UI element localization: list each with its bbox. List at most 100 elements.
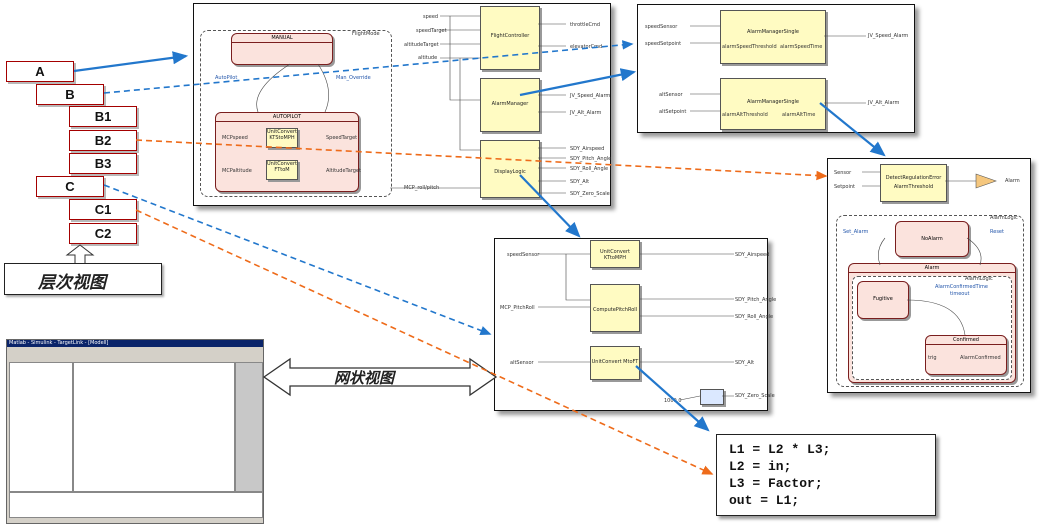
p2-input-alt-sensor: altSensor [659, 92, 683, 98]
p2-input-alt-setpoint: altSetpoint [659, 109, 687, 115]
alarm-manager-block[interactable]: AlarmManager [480, 78, 540, 132]
network-view-caption: 网状视图 [334, 369, 395, 387]
p4-input-sensor: Sensor [834, 170, 852, 176]
p1-output-throttle: throttleCmd [570, 22, 601, 28]
p3-input-alt-sensor: altSensor [510, 360, 534, 366]
p1-output-alt-alarm: JV_Alt_Alarm [570, 110, 602, 116]
confirmed-state[interactable]: Confirmed [925, 335, 1007, 375]
dre-label: DetectRegulationError [885, 175, 942, 181]
mode-in-speed: MCPspeed [222, 135, 248, 141]
fugitive-label: Fugitive [873, 296, 893, 302]
hierarchy-node-b2[interactable]: B2 [69, 130, 137, 151]
p3-output-pitch: SDY_Pitch_Angle [735, 297, 777, 303]
p1-output-roll: SDY_Roll_Angle [570, 166, 609, 172]
p2-output-alt-alarm: JV_Alt_Alarm [868, 100, 900, 106]
display-logic-label: DisplayLogic [494, 169, 526, 175]
autopilot-state-label: AUTOPILOT [216, 113, 358, 122]
unit-convert-knots-block[interactable]: UnitConvert KTStoMPH [266, 128, 298, 148]
confirmed-action-label: AlarmConfirmed [960, 355, 1001, 361]
amms1-label: AlarmManagerSingle [747, 29, 799, 35]
autopilot-state[interactable]: AUTOPILOT [215, 112, 359, 192]
thumbnail-tree [9, 362, 73, 492]
p3-input-speed-sensor: speedSensor [507, 252, 540, 258]
p4-output-alarm: Alarm [1005, 178, 1020, 184]
alarm-state-label: Alarm [849, 264, 1015, 273]
p3-constant: 1000.0 [664, 398, 682, 404]
hierarchy-node-a[interactable]: A [6, 61, 74, 82]
code-line-2: L2 = in; [729, 459, 792, 474]
p3-input-pitch-roll: MCP_PitchRoll [500, 305, 535, 311]
manual-state[interactable]: MANUAL [231, 33, 333, 65]
p1-output-airspeed: SDY_Airspeed [570, 146, 605, 152]
p4-input-setpoint: Setpoint [834, 184, 855, 190]
confirmed-label: Confirmed [926, 336, 1006, 345]
alarm-manager-single-block-2[interactable]: AlarmManagerSingle [720, 78, 826, 130]
alarm-inner-title: AlarmLogic [965, 276, 993, 282]
p2-param-2: alarmSpeedTime [780, 44, 823, 50]
alarm-logic-chart [836, 215, 1024, 387]
flight-controller-block[interactable]: FlightController [480, 6, 540, 70]
unit-convert-m-block[interactable]: UnitConvert MtoFT [590, 346, 640, 380]
code-line-3: L3 = Factor; [729, 476, 823, 491]
mode-out-alt-target: AltitudeTarget [326, 168, 362, 174]
set-alarm-transition: Set_Alarm [843, 229, 869, 235]
p1-input-alt-target: altitudeTarget [404, 42, 439, 48]
p2-param-3: alarmAltThreshold [722, 112, 768, 118]
code-block: L1 = L2 * L3; L2 = in; L3 = Factor; out … [716, 434, 936, 516]
p1-input-speed-target: speedTarget [416, 28, 447, 34]
p2-param-1: alarmSpeedThreshold [722, 44, 777, 50]
p1-input-altitude: altitude [418, 55, 438, 61]
hierarchy-view-caption: 层次视图 [38, 273, 106, 293]
thumbnail-canvas [73, 362, 235, 492]
p1-output-alt: SDY_Alt [570, 179, 590, 185]
alarm-logic-title: AlarmLogic [990, 215, 1018, 221]
mode-out-speed-target: SpeedTarget [326, 135, 358, 141]
no-alarm-state[interactable]: NoAlarm [895, 221, 969, 257]
alarm-manager-label: AlarmManager [491, 101, 529, 107]
gain-block[interactable] [700, 389, 724, 405]
display-logic-block[interactable]: DisplayLogic [480, 140, 540, 198]
p1-input-speed: speed [423, 14, 439, 20]
thumbnail-title: Matlab - Simulink - TargetLink - [Modell… [7, 340, 263, 347]
p2-input-speed-setpoint: speedSetpoint [645, 41, 682, 47]
dre-param: AlarmThreshold [893, 184, 934, 190]
hierarchy-node-c1[interactable]: C1 [69, 199, 137, 220]
transition-to-auto: AutoPilot [215, 75, 238, 81]
transition-to-manual: Man_Override [336, 75, 371, 81]
hierarchy-node-c[interactable]: C [36, 176, 104, 197]
unit-convert-kt-block[interactable]: UnitConvert KTtoMPH [590, 240, 640, 268]
code-line-4: out = L1; [729, 493, 800, 508]
flight-controller-label: FlightController [490, 33, 530, 39]
p1-output-zero: SDY_Zero_Scale [570, 191, 610, 197]
simulink-thumbnail: Matlab - Simulink - TargetLink - [Modell… [6, 339, 264, 524]
p1-output-elevator: elevatorCmd [570, 44, 603, 50]
trig-label: trig [928, 355, 937, 361]
reset-transition: Reset [990, 229, 1004, 235]
p2-output-speed-alarm: JV_Speed_Alarm [868, 33, 909, 39]
p1-output-pitch: SDY_Pitch_Angle [570, 156, 612, 162]
hierarchy-node-b3[interactable]: B3 [69, 153, 137, 174]
timeout-transition: timeout [950, 291, 970, 297]
fugitive-state[interactable]: Fugitive [857, 281, 909, 319]
thumbnail-sidebar [235, 362, 263, 492]
p2-param-4: alarmAltTime [782, 112, 816, 118]
hierarchy-node-b1[interactable]: B1 [69, 106, 137, 127]
hierarchy-node-c2[interactable]: C2 [69, 223, 137, 244]
alarm-manager-single-block-1[interactable]: AlarmManagerSingle [720, 10, 826, 64]
code-line-1: L1 = L2 * L3; [729, 442, 831, 457]
p1-output-speed-alarm: JV_Speed_Alarm [570, 93, 611, 99]
amms2-label: AlarmManagerSingle [747, 99, 799, 105]
hierarchy-node-b[interactable]: B [36, 84, 104, 105]
p2-input-speed-sensor: speedSensor [645, 24, 678, 30]
compute-pitch-roll-block[interactable]: ComputePitchRoll [590, 284, 640, 332]
p3-output-zero: SDY_Zero_Scale [735, 393, 775, 399]
confirmed-time-transition: AlarmConfirmedTime [935, 284, 988, 290]
p3-output-airspeed: SDY_Airspeed [735, 252, 770, 258]
p3-output-alt: SDY_Alt [735, 360, 755, 366]
unit-convert-ft-block[interactable]: UnitConvert FTtoM [266, 160, 298, 180]
flight-mode-chart-title: FlightMode [352, 31, 380, 37]
mode-in-alt: MCPaltitude [222, 168, 252, 174]
no-alarm-label: NoAlarm [921, 236, 943, 242]
p3-output-roll: SDY_Roll_Angle [735, 314, 774, 320]
